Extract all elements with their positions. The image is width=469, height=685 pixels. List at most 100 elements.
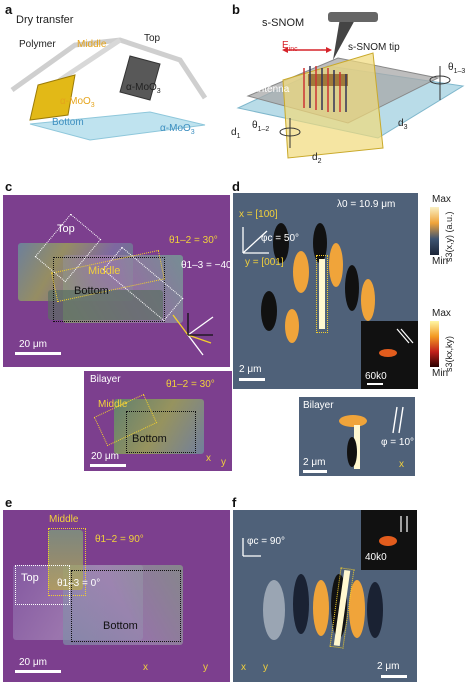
flake-region xyxy=(63,565,183,645)
cb1-max: Max xyxy=(432,194,451,205)
theta12-text: θ1–2 = 90° xyxy=(95,534,144,545)
bottom-text: Bottom xyxy=(74,285,109,297)
bilayer-bottom-text: Bottom xyxy=(132,433,167,445)
lambda-text: λ0 = 10.9 μm xyxy=(337,199,396,210)
top-text: Top xyxy=(21,572,39,584)
axis-x: x xyxy=(143,662,148,673)
antenna-outline xyxy=(316,255,328,333)
cb1-label: s3(x,y) (a.u.) xyxy=(444,211,454,262)
bilayer-middle-text: Middle xyxy=(98,399,128,410)
nearfield-image-d: λ0 = 10.9 μm x = [100] φc = 50° y = [001… xyxy=(233,193,418,389)
phi-c-text: φc = 90° xyxy=(247,536,286,547)
field-lobe xyxy=(345,265,359,311)
einc-label: Einc xyxy=(282,40,298,53)
polymer-label: Polymer xyxy=(19,39,56,50)
nearfield-image-f: φc = 90° 40k0 2 μm x y xyxy=(233,510,417,682)
panel-label-a: a xyxy=(5,2,13,17)
scale-bar-label: 2 μm xyxy=(377,661,400,672)
kspace-lines xyxy=(400,516,408,532)
axis-y: y xyxy=(203,662,208,673)
bottom-label: Bottom xyxy=(52,117,84,128)
field-lobe xyxy=(313,580,329,636)
bilayer-text: Bilayer xyxy=(303,400,334,411)
scale-bar xyxy=(367,383,383,385)
amoo3-top-label: α-MoO3 xyxy=(126,82,161,95)
snom-tip-label: s-SNOM tip xyxy=(348,42,400,53)
scale-bar-label: 20 μm xyxy=(19,657,47,668)
snom-illustration xyxy=(236,12,465,159)
panel-label-e: e xyxy=(5,495,13,510)
field-lobe xyxy=(261,291,277,331)
amoo3-bottom-label: α-MoO3 xyxy=(160,123,195,136)
axis-x: x xyxy=(399,459,404,470)
panel-label-b: b xyxy=(232,2,240,17)
cb2-max: Max xyxy=(432,308,451,319)
panel-label-d: d xyxy=(232,179,240,194)
theta13-text: θ1–3 = 0° xyxy=(57,578,101,589)
panel-label-f: f xyxy=(232,495,237,510)
middle-text: Middle xyxy=(49,514,79,525)
theta12-text: θ1–2 = 30° xyxy=(169,235,218,246)
kscale-text: 40k0 xyxy=(365,552,387,563)
field-lobe xyxy=(313,223,327,263)
scale-bar-label: 2 μm xyxy=(239,364,262,375)
top-outline xyxy=(15,565,70,605)
cb2-label: s3(kx,ky) xyxy=(444,336,454,372)
middle-outline xyxy=(48,528,86,596)
d1-label: d1 xyxy=(231,127,241,140)
kspace-lines xyxy=(396,328,414,344)
colorbar-1 xyxy=(430,207,439,255)
antenna-label: Antenna xyxy=(252,84,290,95)
snom-label: s-SNOM xyxy=(262,17,305,29)
bottom-outline xyxy=(53,257,165,322)
scale-bar-label: 2 μm xyxy=(303,457,326,468)
flake-d2 xyxy=(282,52,384,159)
scale-bar xyxy=(381,675,407,678)
middle-flake xyxy=(29,74,76,121)
axis-arrows xyxy=(242,538,261,557)
kscale-text: 60k0 xyxy=(365,371,387,382)
polariton-field xyxy=(303,66,347,112)
middle-text: Middle xyxy=(88,265,121,277)
kspace-peak xyxy=(379,349,397,357)
amoo3-middle-label: α-MoO3 xyxy=(60,96,95,109)
cb1-min: Min xyxy=(432,256,449,267)
bottom-text: Bottom xyxy=(103,620,138,632)
colorbar-2 xyxy=(430,321,439,367)
field-lobe xyxy=(349,580,365,638)
antenna-glow xyxy=(354,425,360,469)
nearfield-bilayer: Bilayer φ = 10° 2 μm x xyxy=(299,397,415,476)
axes-icon xyxy=(172,313,214,356)
kspace-peak xyxy=(379,536,397,546)
axis-x: x xyxy=(241,662,246,673)
field-lobe xyxy=(361,279,375,321)
flake-region xyxy=(114,399,204,454)
theta13-label: θ1–3 xyxy=(448,62,466,75)
top-flake xyxy=(119,55,161,101)
field-lobe xyxy=(293,251,309,293)
scale-bar-label: 20 μm xyxy=(19,339,47,350)
axis-y: y xyxy=(221,457,226,468)
bottom-substrate xyxy=(29,111,206,141)
optical-image-e: Middle Top Bottom θ1–2 = 90° θ1–3 = 0° 2… xyxy=(3,510,230,682)
field-lobe xyxy=(347,437,357,467)
bottom-outline xyxy=(71,570,181,642)
field-lobe xyxy=(293,574,309,634)
theta13-text: θ1–3 = −40° xyxy=(181,260,230,271)
scale-bar xyxy=(303,470,327,473)
scale-bar xyxy=(15,352,61,355)
scale-bar xyxy=(239,378,265,381)
field-lobe xyxy=(329,243,343,287)
cb2-min: Min xyxy=(432,368,449,379)
d2-label: d2 xyxy=(312,152,322,165)
theta12-label: θ1–2 xyxy=(252,120,270,133)
panel-a-title: Dry transfer xyxy=(16,14,74,26)
optical-image-c: Top Middle Bottom θ1–2 = 30° θ1–3 = −40°… xyxy=(3,195,230,367)
field-lobe xyxy=(263,580,285,640)
phi-c-text: φc = 50° xyxy=(261,233,300,244)
scale-bar xyxy=(15,670,61,673)
field-lobe xyxy=(367,582,383,638)
axis-x: x xyxy=(206,453,211,464)
flake-region xyxy=(48,530,83,590)
scale-bar-label: 20 μm xyxy=(91,451,119,462)
